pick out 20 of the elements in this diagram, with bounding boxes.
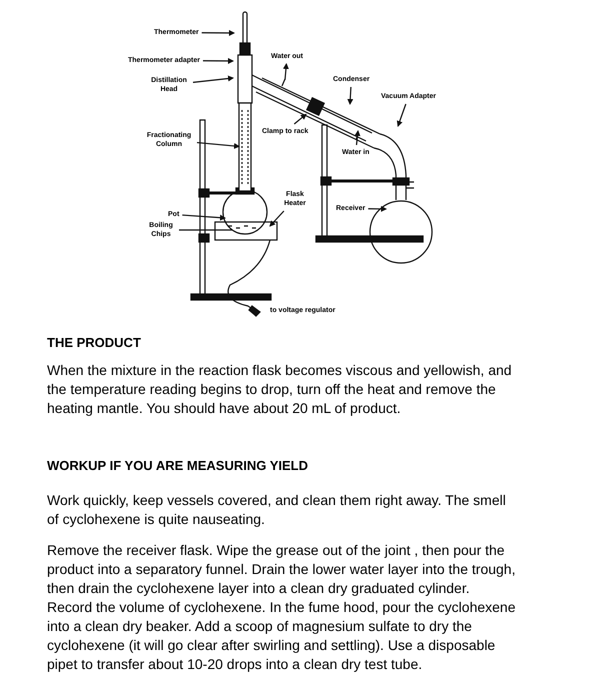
- leader-arrow: [282, 63, 289, 80]
- leader-arrow: [347, 86, 354, 105]
- paragraph: Remove the receiver flask. Wipe the grease out of the joint , then pour the product into a separatory funnel. Drain the lower water layer into the trough, then drain the cyclohexene layer into a clean dry graduated cylinder. Record the volume of cyclohexene. In the fume hood, pour the cyclohexene into a clean dry beaker. Add a scoop of magnesium sulfate to dry the cyclohexene (it will go clear after swirling and settling). Use a disposable pipet to transfer about 10-20 drops into a clean dry test tube.: [47, 541, 517, 674]
- leader-arrow: [396, 104, 406, 127]
- section-heading: WORKUP IF YOU ARE MEASURING YIELD: [47, 457, 309, 475]
- leader-arrow: [202, 58, 234, 64]
- leader-arrow: [294, 114, 307, 124]
- paragraph: Work quickly, keep vessels covered, and clean them right away. The smell of cyclohexene is quite nauseating.: [47, 491, 507, 529]
- leader-arrow: [368, 206, 387, 212]
- leader-line: [179, 229, 232, 231]
- leader-arrow: [196, 142, 240, 149]
- condenser-clamp: [306, 97, 325, 116]
- paragraph: When the mixture in the reaction flask becomes viscous and yellowish, and the temperature reading begins to drop, turn off the heat and remove the heating mantle. You should have about 20 mL of product.: [47, 361, 513, 418]
- fractionating-column: [238, 102, 252, 192]
- section-heading: THE PRODUCT: [47, 334, 142, 352]
- leader-arrow: [354, 130, 360, 146]
- leader-arrow: [182, 214, 226, 221]
- leader-arrow: [202, 30, 235, 36]
- leader-arrow: [269, 210, 284, 227]
- leader-arrow: [192, 76, 234, 83]
